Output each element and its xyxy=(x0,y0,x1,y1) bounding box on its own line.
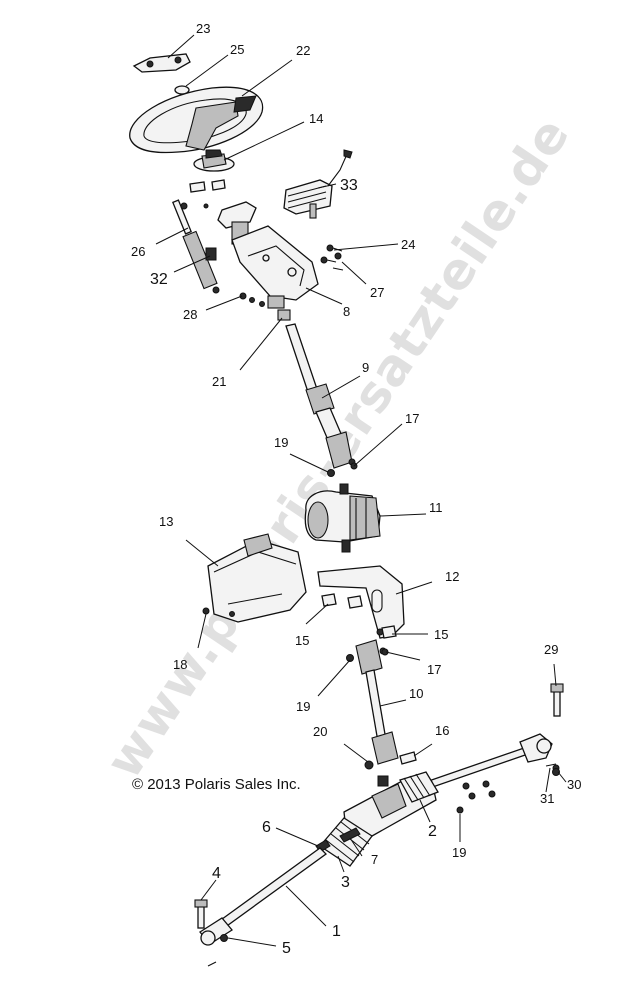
column-bolts xyxy=(189,179,226,209)
part-22-steering-wheel xyxy=(129,86,264,154)
part-16-bolt xyxy=(399,751,417,765)
part-10-lower-shaft xyxy=(355,639,399,765)
callout-26: 26 xyxy=(131,244,145,259)
part-right-tie-rod xyxy=(418,733,560,791)
part-27-bolt xyxy=(332,252,344,271)
callout-2: 2 xyxy=(428,823,437,840)
part-20-nut xyxy=(364,760,374,770)
part-15-bolt-left xyxy=(321,593,363,609)
copyright-notice: © 2013 Polaris Sales Inc. xyxy=(132,776,301,793)
callout-17-upper: 17 xyxy=(405,411,419,426)
leader-lines xyxy=(155,34,567,947)
callout-19-upper: 19 xyxy=(274,435,288,450)
callout-11: 11 xyxy=(429,500,443,515)
callout-19-mid: 19 xyxy=(296,699,310,714)
callout-4: 4 xyxy=(212,865,221,882)
callout-32: 32 xyxy=(150,271,168,288)
part-1-left-tie-rod xyxy=(199,847,327,946)
part-4-bolt xyxy=(194,899,208,929)
part-3-rack-boot xyxy=(319,817,373,867)
callout-30: 30 xyxy=(567,777,581,792)
callout-15-right: 15 xyxy=(434,627,448,642)
part-32-strut-clip xyxy=(205,247,217,261)
part-13-cover xyxy=(207,533,307,623)
callout-31: 31 xyxy=(540,791,554,806)
part-19-nut-mid xyxy=(346,654,354,662)
part-23-cover-plate xyxy=(132,53,191,73)
part-26-gas-strut xyxy=(172,199,220,294)
callout-5: 5 xyxy=(282,940,291,957)
part-31-cotter-pin xyxy=(545,763,557,767)
part-2-steering-rack xyxy=(343,771,439,837)
part-7-clamp xyxy=(339,827,361,843)
part-9-upper-shaft xyxy=(285,323,356,469)
callout-7: 7 xyxy=(371,852,378,867)
callout-16: 16 xyxy=(435,723,449,738)
callout-9: 9 xyxy=(362,360,369,375)
callout-8: 8 xyxy=(343,304,350,319)
callout-6: 6 xyxy=(262,819,271,836)
callout-17-lower: 17 xyxy=(427,662,441,677)
part-5-nut xyxy=(220,934,228,942)
callout-18: 18 xyxy=(173,657,187,672)
callout-labels: 23 25 22 14 33 26 32 24 27 28 8 21 9 19 … xyxy=(131,21,581,957)
callout-21: 21 xyxy=(212,374,226,389)
callout-14: 14 xyxy=(309,111,323,126)
part-15-bolt-right xyxy=(381,625,397,639)
part-18-screw xyxy=(202,607,210,615)
part-21-bushing xyxy=(277,309,291,321)
callout-15-left: 15 xyxy=(295,633,309,648)
callout-12: 12 xyxy=(445,569,459,584)
callout-3: 3 xyxy=(341,874,350,891)
part-28-bolt xyxy=(239,292,265,307)
callout-22: 22 xyxy=(296,43,310,58)
callout-19-lower: 19 xyxy=(452,845,466,860)
callout-24: 24 xyxy=(401,237,415,252)
part-33-lever-switch xyxy=(283,149,353,219)
part-24-bolt xyxy=(320,244,343,264)
part-8-bracket xyxy=(231,225,319,309)
callout-1: 1 xyxy=(332,923,341,940)
callout-20: 20 xyxy=(313,724,327,739)
callout-33: 33 xyxy=(340,177,358,194)
part-lower-cotter-pin xyxy=(207,961,217,967)
callout-13: 13 xyxy=(159,514,173,529)
part-30-nut xyxy=(552,768,560,776)
callout-10: 10 xyxy=(409,686,423,701)
part-14-hub xyxy=(193,149,235,172)
part-19-nut-upper xyxy=(327,469,335,477)
callout-27: 27 xyxy=(370,285,384,300)
part-29-bolt xyxy=(550,683,564,717)
callout-28: 28 xyxy=(183,307,197,322)
rack-nuts xyxy=(456,780,496,814)
callout-23: 23 xyxy=(196,21,210,36)
callout-29: 29 xyxy=(544,642,558,657)
part-11-eps-unit xyxy=(304,483,381,553)
callout-25: 25 xyxy=(230,42,244,57)
